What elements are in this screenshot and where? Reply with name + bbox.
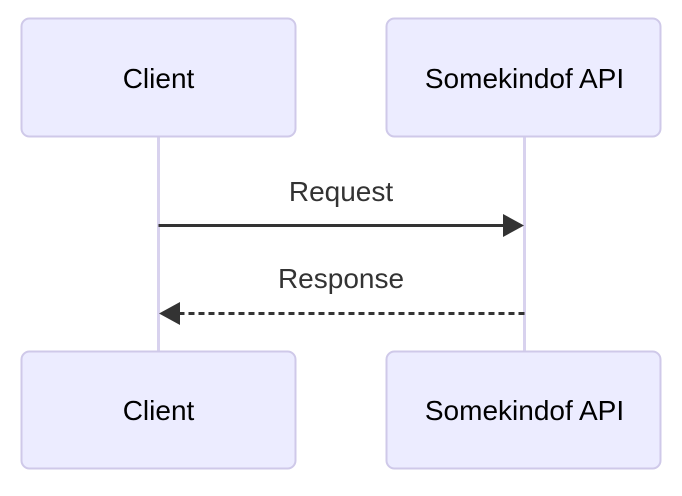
actor-bottom-api: Somekindof API [385,350,662,470]
actor-box-client-bottom [20,350,297,470]
actor-box-client-top [20,17,297,138]
message-response: Response [159,263,525,325]
message-request: Request [158,176,524,237]
message-label-request: Request [289,176,394,207]
arrowhead-request [503,214,524,237]
actor-top-api: Somekindof API [385,17,662,138]
actor-top-client: Client [20,17,297,138]
actor-label-api-bottom: Somekindof API [425,395,624,426]
actor-label-client-bottom: Client [123,395,195,426]
actor-label-client-top: Client [123,63,195,94]
actor-bottom-client: Client [20,350,297,470]
message-label-response: Response [278,263,404,294]
actor-box-api-top [385,17,662,138]
actor-box-api-bottom [385,350,662,470]
arrowhead-response [159,302,180,325]
actor-label-api-top: Somekindof API [425,63,624,94]
